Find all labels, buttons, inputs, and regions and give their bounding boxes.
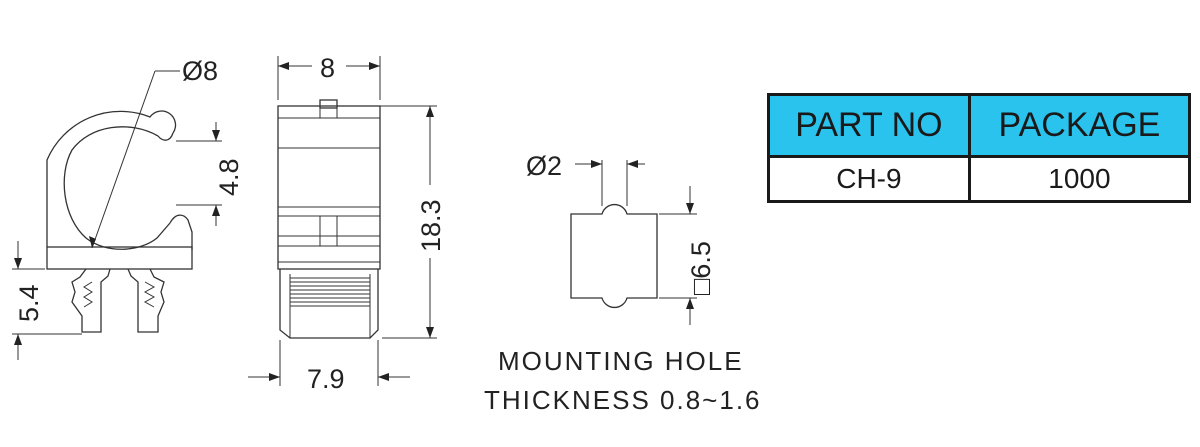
front-anchor-block [279, 269, 379, 339]
clip-diameter-label: Ø8 [182, 56, 218, 86]
mounting-note-line1: MOUNTING HOLE [498, 346, 744, 376]
mounting-note-line2: THICKNESS 0.8~1.6 [484, 385, 762, 415]
clip-lower-lip [157, 132, 193, 250]
clip-inner-profile [63, 126, 171, 250]
opening-height-label: 4.8 [214, 158, 244, 196]
header-part-no: PART NO [767, 93, 971, 158]
total-height-label: 18.3 [416, 199, 446, 252]
base-width-label: 7.9 [307, 364, 345, 394]
anchor-leg [71, 268, 111, 333]
front-top-tab [319, 99, 338, 109]
side-view: Ø8 4.8 5.4 [12, 56, 244, 360]
hole-diameter-label: Ø2 [526, 151, 562, 181]
spec-table: PART NO PACKAGE CH-9 1000 [767, 93, 1192, 204]
front-body-top [277, 105, 381, 270]
anchor-height-label: 5.4 [14, 284, 44, 322]
mounting-hole-view: Ø2 □6.5 MOUNTING HOLE THICKNESS 0.8~1.6 [484, 151, 762, 415]
header-package: PACKAGE [967, 93, 1192, 158]
front-view: 8 18.3 7.9 [248, 53, 446, 394]
clip-base [46, 246, 193, 270]
cell-package: 1000 [967, 154, 1192, 204]
spec-table-header-row: PART NO PACKAGE [767, 93, 1192, 158]
mounting-hole-outline [570, 203, 658, 309]
cell-part-no: CH-9 [767, 154, 971, 204]
spec-table-row: CH-9 1000 [767, 154, 1192, 204]
hole-square-label: □6.5 [686, 241, 716, 295]
clip-outer-profile [46, 110, 177, 247]
anchor-serrations [83, 281, 156, 308]
anchor-leg-right [127, 268, 165, 333]
front-anchor-ribs [289, 274, 371, 338]
diameter-leader [91, 70, 156, 249]
top-width-label: 8 [320, 53, 335, 83]
